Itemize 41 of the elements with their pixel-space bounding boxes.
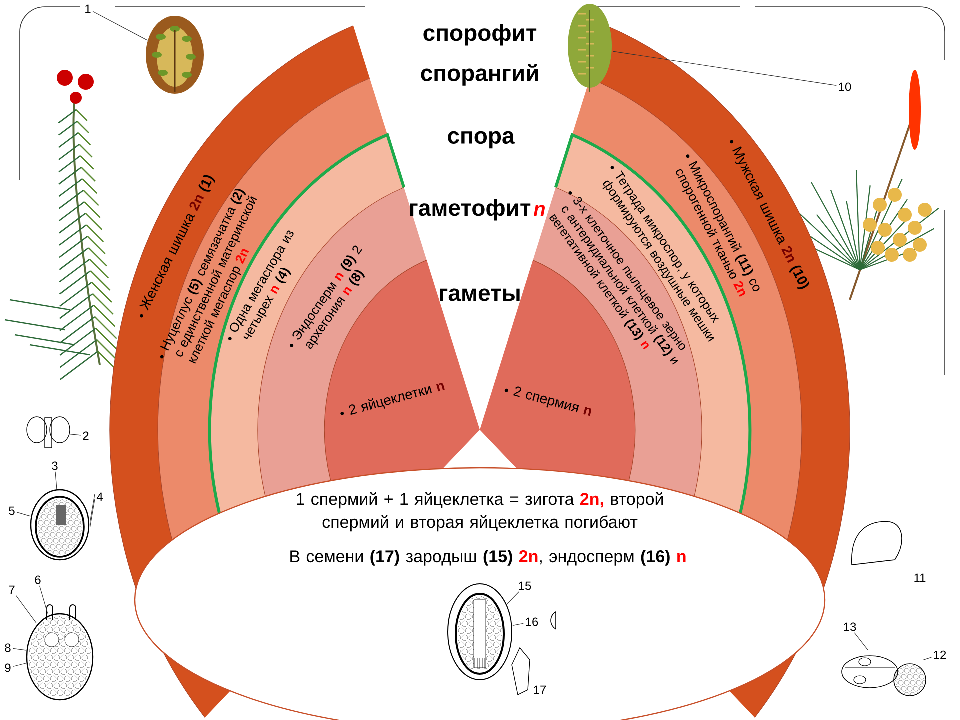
leader-line bbox=[39, 586, 48, 614]
leader-line bbox=[507, 592, 520, 604]
pollen-drawing bbox=[842, 656, 926, 696]
leader-line bbox=[55, 472, 58, 490]
leader-line bbox=[12, 648, 26, 651]
callout-number: 7 bbox=[9, 586, 15, 594]
seed-wing-drawing bbox=[26, 416, 70, 448]
leader-line bbox=[12, 663, 27, 668]
heading: спора bbox=[448, 131, 515, 149]
callout-number: 4 bbox=[96, 492, 103, 502]
callout-number: 6 bbox=[35, 576, 41, 584]
ploidy-mark: n bbox=[534, 205, 545, 216]
callout-number: 8 bbox=[5, 644, 11, 652]
seed-drawing bbox=[448, 584, 512, 680]
callout-number: 9 bbox=[5, 664, 11, 672]
leader-line bbox=[92, 11, 148, 41]
leader-line bbox=[90, 494, 96, 523]
leader-line bbox=[16, 512, 31, 517]
leader-line bbox=[16, 596, 37, 624]
callout-number: 11 bbox=[914, 574, 926, 582]
ovule-drawing bbox=[26, 604, 94, 701]
callout-number: 5 bbox=[9, 506, 15, 516]
ovule-drawing bbox=[30, 489, 90, 561]
callout-number: 16 bbox=[526, 618, 538, 626]
cone-drawing bbox=[568, 4, 612, 92]
callout-number: 10 bbox=[839, 82, 852, 92]
callout-number: 17 bbox=[534, 686, 546, 694]
callout-number: 12 bbox=[934, 650, 946, 660]
leader-line bbox=[90, 499, 96, 528]
leader-line bbox=[512, 623, 524, 626]
heading: спорангий bbox=[421, 64, 538, 86]
leader-line bbox=[923, 657, 932, 660]
leader-line bbox=[854, 632, 869, 651]
leader-line bbox=[70, 434, 82, 436]
callout-number: 1 bbox=[86, 4, 91, 14]
callout-number: 2 bbox=[83, 432, 89, 440]
callout-number: 15 bbox=[519, 582, 532, 590]
leader-line bbox=[612, 51, 837, 86]
heading: спорофит bbox=[424, 24, 537, 46]
cone-drawing bbox=[146, 16, 204, 94]
callout-number: 3 bbox=[52, 462, 58, 470]
